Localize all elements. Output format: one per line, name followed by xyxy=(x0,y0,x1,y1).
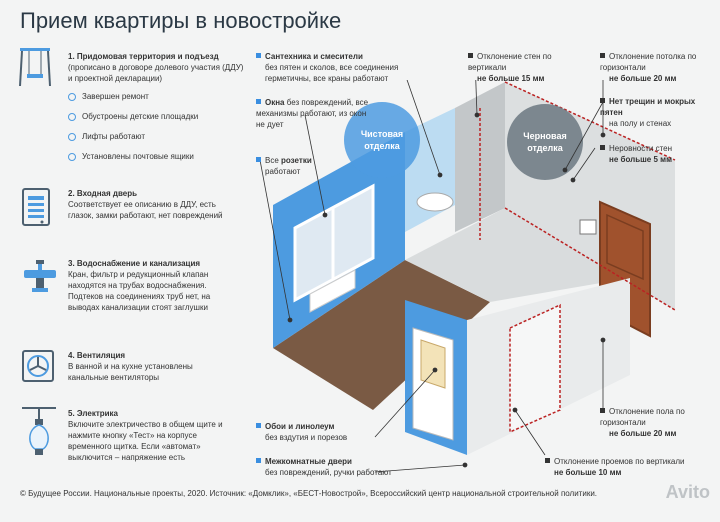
clean-label-2: отделка xyxy=(364,141,401,151)
rough-finish-badge xyxy=(507,104,583,180)
doorway-opening xyxy=(509,303,561,434)
section-text: Кран, фильтр и редукционный клапан наход… xyxy=(68,270,211,312)
footer-credits: © Будущее России. Национальные проекты, … xyxy=(20,489,598,498)
section-text: Соответствует ее описанию в ДДУ, есть гл… xyxy=(68,200,223,220)
section-heading: Водоснабжение и канализация xyxy=(76,259,201,268)
section-heading: Вентиляция xyxy=(76,351,126,360)
swing-icon xyxy=(19,48,51,87)
section-heading: Придомовая территория и подъезд xyxy=(76,52,219,61)
section-heading: Входная дверь xyxy=(76,189,138,198)
dark-square-icon xyxy=(600,408,605,413)
list-item: Установлены почтовые ящики xyxy=(82,152,194,161)
list-item: Лифты работают xyxy=(82,132,146,141)
sink xyxy=(416,192,454,212)
apartment-illustration: Чистовая отделка Черновая отделка xyxy=(259,80,676,473)
faucet-icon xyxy=(24,260,56,292)
bullet-icon xyxy=(68,132,76,141)
callout-plumbing: Сантехника и смесители без пятен и сколо… xyxy=(256,51,416,84)
section-2: 2. Входная дверь Соответствует ее описан… xyxy=(68,188,228,221)
section-num: 3. xyxy=(68,259,75,268)
electrical-panel xyxy=(579,219,597,235)
blue-square-icon xyxy=(256,99,261,104)
lightbulb-icon xyxy=(22,407,56,455)
door-icon xyxy=(22,188,50,226)
section-text: Включите электричество в общем щите и на… xyxy=(68,420,223,462)
dark-square-icon xyxy=(468,53,473,58)
bullet-icon xyxy=(68,152,76,161)
clean-label-1: Чистовая xyxy=(361,129,403,139)
blue-square-icon xyxy=(256,423,261,428)
clean-finish-badge xyxy=(344,102,420,178)
section-num: 4. xyxy=(68,351,75,360)
bullet-icon xyxy=(68,92,76,101)
section-5: 5. Электрика Включите электричество в об… xyxy=(68,408,228,463)
rough-label-1: Черновая xyxy=(523,131,566,141)
dark-square-icon xyxy=(600,98,605,103)
laminate-floor xyxy=(273,260,490,410)
bullet-icon xyxy=(68,112,76,121)
vent-fan-icon xyxy=(22,350,54,382)
dark-square-icon xyxy=(600,53,605,58)
concrete-floor xyxy=(405,208,630,302)
list-item: Завершен ремонт xyxy=(82,92,149,101)
list-item: Обустроены детские площадки xyxy=(82,112,199,121)
section-4: 4. Вентиляция В ванной и на кухне устано… xyxy=(68,350,228,383)
section-heading: Электрика xyxy=(76,409,119,418)
section-text: (прописано в договоре долевого участия (… xyxy=(68,63,244,83)
section-num: 5. xyxy=(68,409,75,418)
section-3: 3. Водоснабжение и канализация Кран, фил… xyxy=(68,258,236,313)
radiator xyxy=(309,269,356,313)
dark-square-icon xyxy=(600,145,605,150)
avito-watermark: Avito xyxy=(665,482,710,502)
blue-square-icon xyxy=(256,157,261,162)
page-title: Прием квартиры в новостройке xyxy=(20,8,342,33)
blue-square-icon xyxy=(256,53,261,58)
rough-wall-back xyxy=(455,82,505,232)
section-num: 1. xyxy=(68,52,75,61)
section-num: 2. xyxy=(68,189,75,198)
blue-square-icon xyxy=(256,458,261,463)
callout-windows: Окна без повреждений, все механизмы рабо… xyxy=(256,98,369,129)
rough-label-2: отделка xyxy=(527,143,564,153)
dark-square-icon xyxy=(545,458,550,463)
section-text: В ванной и на кухне установлены канальны… xyxy=(68,362,193,382)
section-1: 1. Придомовая территория и подъезд (проп… xyxy=(68,51,248,162)
